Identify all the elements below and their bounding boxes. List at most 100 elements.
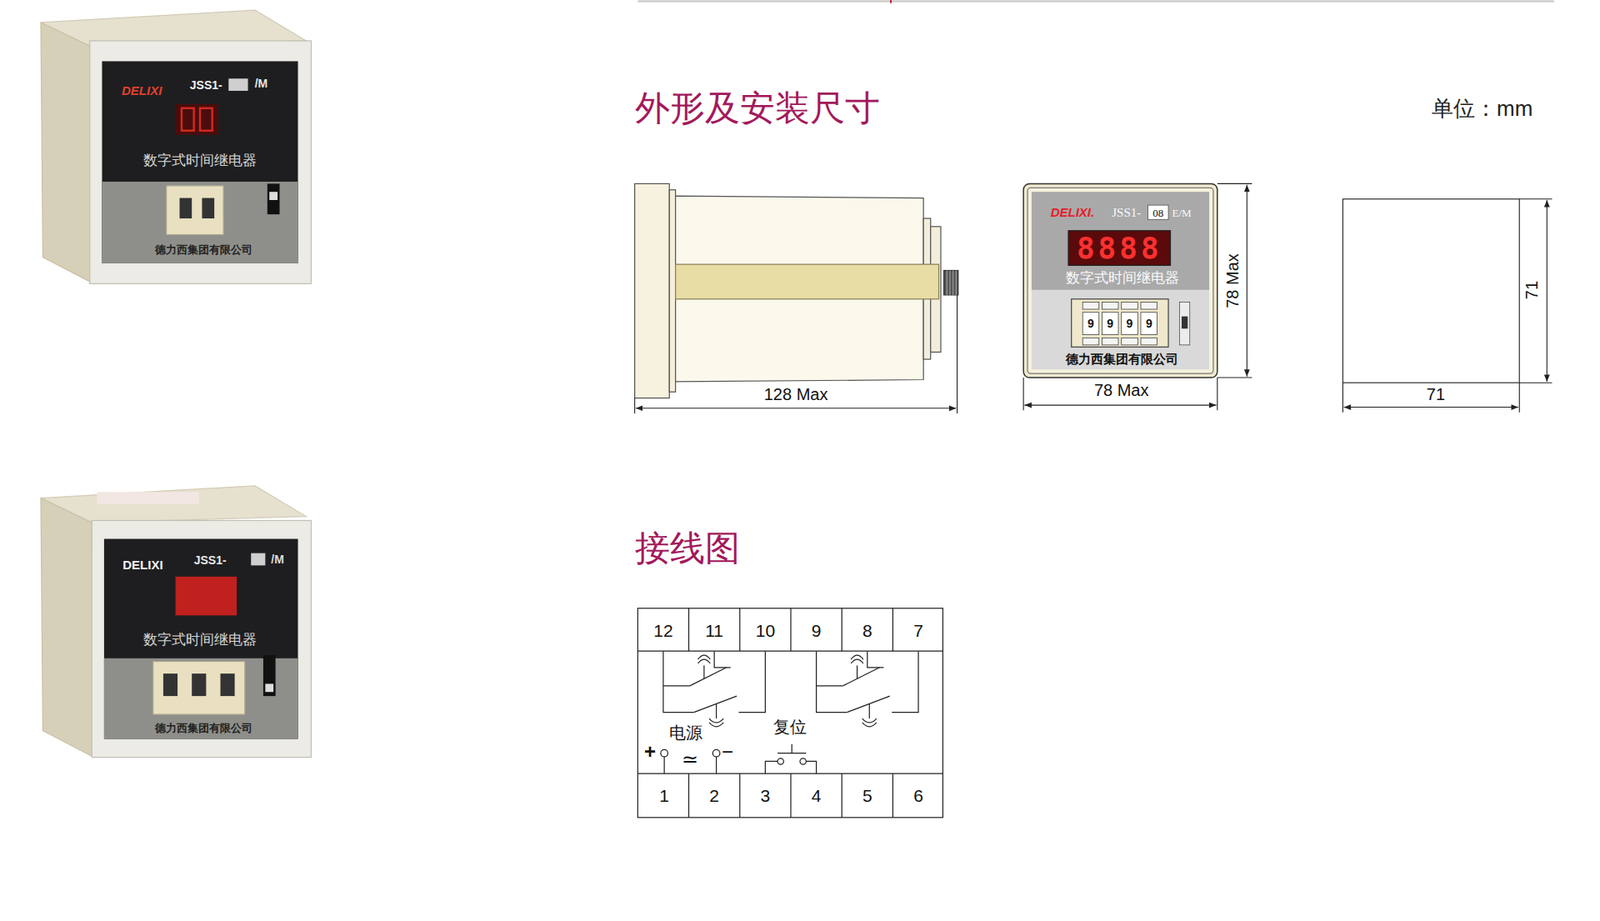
relay-contact — [663, 650, 765, 727]
side-view — [675, 264, 940, 300]
relay-photo — [191, 673, 206, 696]
thumbwheel — [1121, 312, 1139, 335]
relay-photo — [250, 553, 265, 566]
terminal-number: 12 — [653, 620, 673, 639]
relay-photo — [265, 683, 274, 692]
terminal-number: 6 — [913, 785, 924, 804]
panel-cutout — [1342, 199, 1520, 383]
relay-photo — [175, 576, 237, 616]
thumbwheel — [1082, 312, 1100, 335]
relay-contact — [698, 655, 711, 664]
terminal-number: 11 — [705, 620, 724, 639]
dimension-line — [635, 295, 958, 414]
relay-contact — [709, 718, 724, 727]
reset-button — [777, 758, 784, 765]
side-view — [944, 270, 959, 295]
reset-button — [765, 760, 816, 774]
terminal-number: 9 — [811, 620, 822, 639]
relay-photo — [153, 660, 245, 715]
relay-contact — [862, 718, 877, 727]
terminal-number: 1 — [659, 785, 670, 804]
thumbwheel — [1140, 337, 1158, 345]
relay-photo — [200, 108, 213, 131]
relay-contact — [856, 665, 858, 679]
relay-photo — [101, 181, 298, 264]
front-view — [1031, 191, 1210, 370]
dimension-line — [1344, 406, 1519, 408]
relay-contact — [842, 667, 880, 686]
product-name: 数字式时间继电器 — [1065, 270, 1180, 285]
front-view — [1180, 301, 1190, 345]
front-view — [1068, 230, 1170, 266]
thumbwheel — [1101, 301, 1119, 310]
dimension-line — [635, 295, 958, 414]
relay-photo — [40, 22, 95, 284]
relay-photo — [220, 673, 235, 696]
thumbwheel-digit: 9 — [1106, 317, 1114, 330]
display-digits: 8888 — [1076, 233, 1163, 264]
side-view — [635, 183, 670, 398]
relay-photo — [180, 198, 193, 219]
power-terminal — [664, 756, 665, 774]
front-view — [1023, 183, 1218, 378]
terminal-number: 5 — [862, 785, 873, 804]
thumbwheel-digit: 9 — [1087, 317, 1095, 330]
side-view — [946, 270, 956, 295]
relay-photo — [166, 185, 225, 235]
power-terminal — [712, 749, 720, 757]
dimension-line — [1023, 377, 1218, 410]
model-text: JSS1- — [190, 79, 223, 91]
dimension-text: 71 — [1426, 385, 1445, 403]
top-rule — [637, 0, 1555, 4]
product-name: 数字式时间继电器 — [143, 153, 257, 168]
power-terminal — [660, 749, 720, 774]
relay-photo — [90, 40, 312, 284]
relay-contact — [846, 695, 890, 713]
terminal-number: 10 — [755, 620, 775, 639]
relay-contact — [663, 650, 695, 712]
power-terminal — [660, 749, 669, 757]
top-rule — [890, 0, 892, 4]
dimension-line — [635, 407, 956, 409]
section-heading: 外形及安装尺寸 — [635, 90, 880, 126]
relay-photo — [201, 198, 215, 219]
terminal-number: 4 — [811, 785, 822, 804]
front-view — [1027, 187, 1214, 374]
reset-button — [800, 758, 806, 765]
panel-cutout — [1342, 199, 1520, 383]
dimension-line — [1546, 200, 1548, 382]
relay-contact — [867, 650, 885, 668]
company-name: 德力西集团有限公司 — [155, 243, 253, 255]
relay-photo — [91, 520, 311, 757]
relay-contact — [869, 704, 870, 719]
relay-contact — [703, 665, 705, 679]
company-name: 德力西集团有限公司 — [1065, 351, 1179, 365]
front-view — [1023, 183, 1218, 378]
terminal-label: 电源 — [669, 724, 703, 741]
relay-contact — [850, 655, 864, 664]
dimension-line — [1217, 183, 1253, 378]
side-view — [669, 190, 675, 392]
relay-photo — [101, 60, 298, 263]
thumbwheel-digit: 9 — [1126, 317, 1134, 330]
relay-contact — [715, 704, 717, 719]
relay-contact — [816, 650, 848, 712]
relay-contact — [714, 650, 731, 668]
brand-text: DELIXI — [122, 558, 163, 571]
thumbwheel — [1140, 301, 1158, 310]
thumbwheel — [1140, 312, 1158, 335]
relay-contact — [663, 685, 690, 686]
relay-photo — [181, 108, 195, 131]
relay-photo — [104, 539, 299, 740]
model-text: /M — [255, 77, 269, 90]
relay-photo — [40, 485, 311, 758]
relay-photo — [267, 183, 280, 215]
thumbwheel — [1082, 337, 1100, 345]
relay-contact — [891, 650, 919, 712]
dimension-line — [1519, 199, 1552, 383]
terminal-number: 2 — [709, 785, 720, 804]
model-text: JSS1- — [194, 554, 227, 566]
